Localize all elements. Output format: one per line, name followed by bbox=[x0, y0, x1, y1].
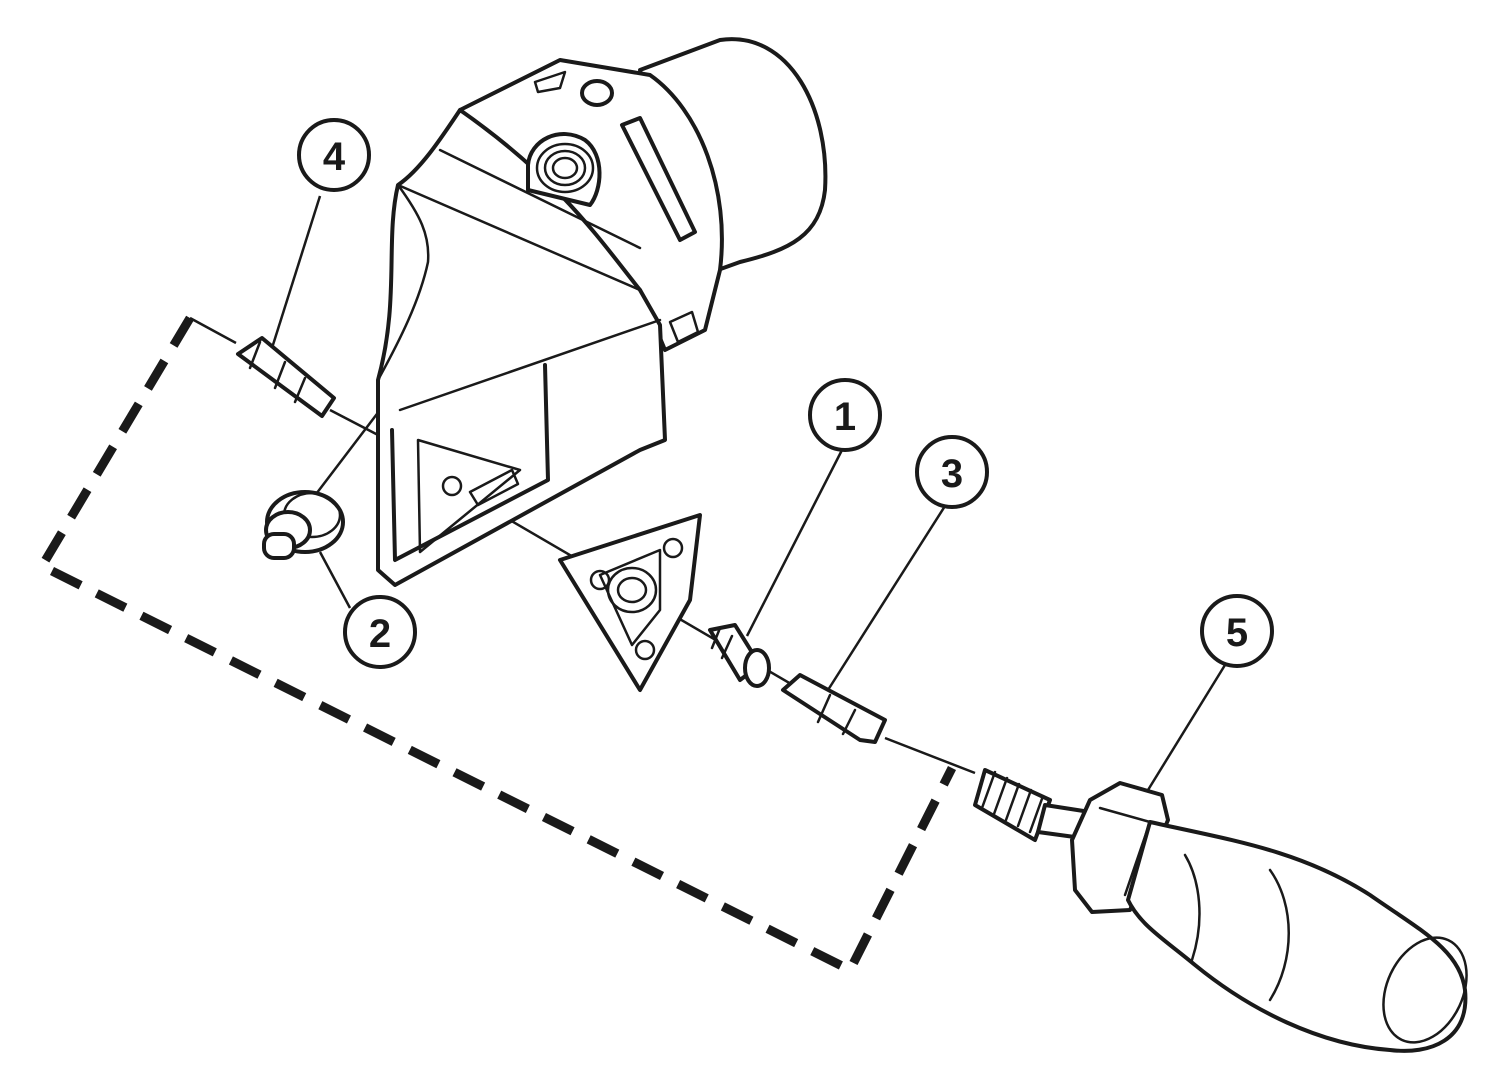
callout-4-label: 4 bbox=[323, 135, 346, 179]
flange-tab bbox=[668, 310, 700, 344]
leader-1 bbox=[745, 449, 844, 637]
callout-5: 5 bbox=[1200, 594, 1274, 668]
part-2-shim-pin bbox=[262, 490, 345, 560]
triangular-insert bbox=[558, 513, 702, 692]
callout-3: 3 bbox=[915, 435, 989, 509]
holder-head bbox=[376, 108, 667, 587]
leader-5 bbox=[1146, 664, 1227, 791]
tool-path-dashed-loop bbox=[35, 315, 957, 977]
head-lower-edge bbox=[398, 318, 662, 412]
leader-4 bbox=[270, 195, 322, 349]
part-5-torque-screwdriver bbox=[973, 768, 1468, 1053]
head-upper-face bbox=[396, 183, 642, 292]
flange-hole bbox=[580, 79, 614, 107]
head-crease bbox=[438, 148, 642, 250]
part-4-screw bbox=[236, 336, 336, 418]
callout-2-label: 2 bbox=[369, 612, 391, 656]
callout-1: 1 bbox=[808, 378, 882, 452]
callout-1-label: 1 bbox=[834, 395, 856, 439]
tool-holder bbox=[376, 37, 828, 587]
assembly-axis-lower bbox=[884, 736, 976, 775]
driver-handle bbox=[1126, 820, 1468, 1053]
insert-pocket bbox=[390, 363, 550, 562]
callout-2: 2 bbox=[343, 595, 417, 669]
flange-notch bbox=[533, 70, 567, 94]
assembly-axis-upper bbox=[189, 316, 237, 345]
leader-2 bbox=[318, 551, 352, 609]
driver-hex-collar bbox=[1070, 781, 1170, 914]
part-1-insert-screw bbox=[708, 623, 771, 688]
callout-5-label: 5 bbox=[1226, 611, 1248, 655]
head-side-curve bbox=[376, 183, 430, 382]
leader-3 bbox=[826, 505, 947, 691]
flange-slot bbox=[620, 116, 697, 242]
coolant-port bbox=[526, 132, 602, 207]
part-3-key bbox=[781, 673, 887, 744]
callout-3-label: 3 bbox=[941, 452, 963, 496]
callout-4: 4 bbox=[297, 118, 371, 192]
